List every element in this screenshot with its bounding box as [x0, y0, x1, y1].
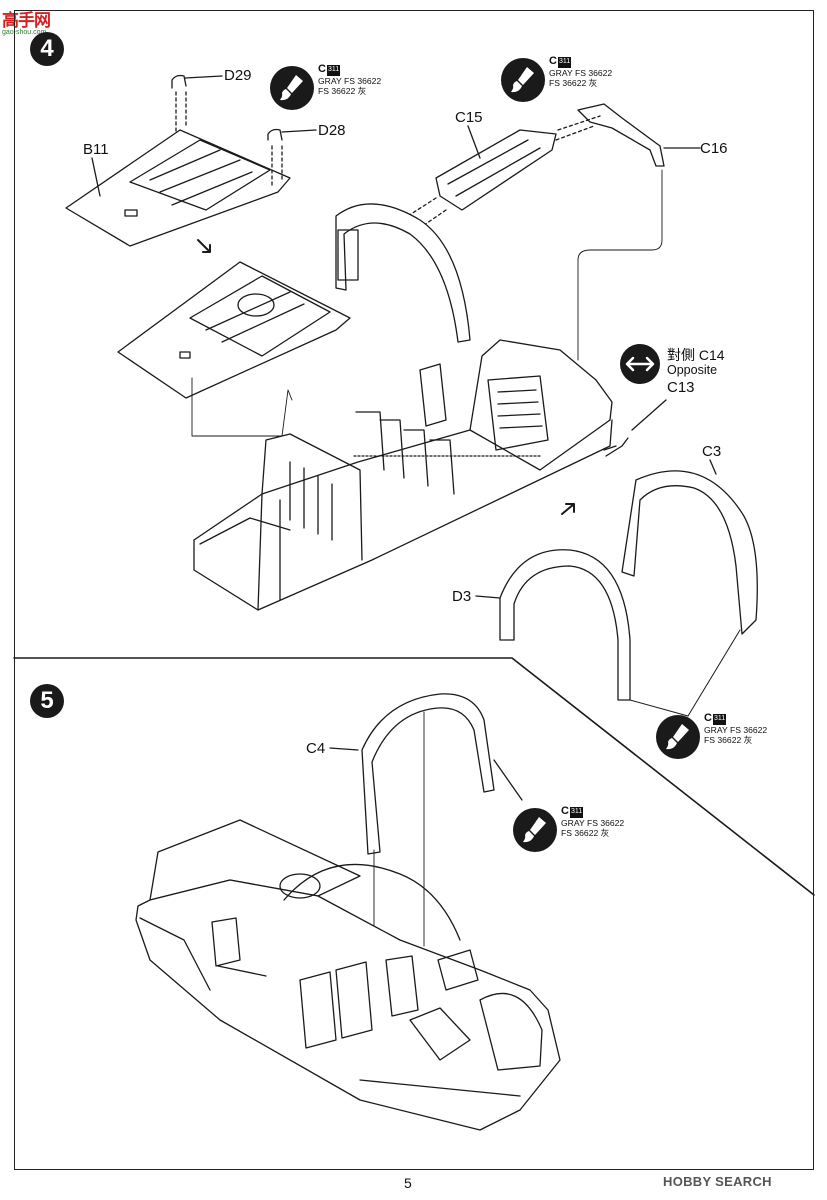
paint-color-line1: GRAY FS 36622 [318, 75, 382, 86]
leader-c4-paint [493, 759, 523, 801]
footer-logo: HOBBY SEARCH [663, 1174, 772, 1189]
paint-code-num: 311 [326, 65, 341, 76]
paint-color-line2: FS 36622 灰 [549, 78, 598, 88]
leader-step4-paint [629, 629, 741, 717]
step-4-number: 4 [30, 32, 64, 66]
step-divider [13, 657, 815, 896]
floor-panel-view2 [117, 261, 351, 399]
paint-color-line2: FS 36622 灰 [704, 735, 753, 745]
paintbrush-icon [656, 715, 700, 759]
direction-arrow [197, 239, 211, 253]
opposite-cn: 對側 [667, 347, 695, 363]
part-label-c15: C15 [455, 109, 483, 126]
instruction-frame [14, 10, 814, 1170]
leader-d3 [475, 595, 501, 599]
step-5-number: 5 [30, 684, 64, 718]
paint-color-line1: GRAY FS 36622 [704, 724, 768, 735]
part-label-b11: B11 [83, 141, 109, 158]
paint-code-num: 311 [712, 714, 727, 725]
part-label-d3: D3 [452, 588, 472, 605]
guide-c16-c15 [555, 115, 601, 141]
double-arrow-icon [620, 344, 660, 384]
paint-code-num: 311 [557, 57, 572, 68]
part-c4 [361, 693, 495, 855]
paint-code: C [549, 55, 557, 67]
paint-code: C [561, 805, 569, 817]
assembled-hull [135, 819, 561, 1131]
paint-color-line2: FS 36622 灰 [318, 86, 367, 96]
guide-floor-to-hull [191, 377, 293, 437]
part-d3 [499, 549, 631, 701]
paint-color-line1: GRAY FS 36622 [561, 817, 625, 828]
direction-arrow-2 [561, 503, 575, 515]
paint-color-line1: GRAY FS 36622 [549, 67, 613, 78]
paintbrush-icon [513, 808, 557, 852]
leader-c13-line [631, 399, 667, 431]
leader-c3 [709, 459, 717, 475]
paint-code-num: 311 [569, 807, 584, 818]
part-label-c13: C13 [667, 379, 695, 396]
part-c15 [435, 129, 557, 211]
part-label-c3: C3 [702, 443, 722, 460]
cockpit-hull [193, 339, 613, 611]
opposite-part: C14 [698, 347, 725, 363]
watermark-site-url: gao-shou.com [2, 29, 47, 36]
part-label-d29: D29 [224, 67, 252, 84]
part-label-c16: C16 [700, 140, 728, 157]
part-d29 [171, 74, 223, 133]
leader-b11 [91, 157, 101, 197]
paintbrush-icon [270, 66, 314, 110]
leader-c13 [603, 445, 617, 451]
part-c3 [621, 470, 758, 635]
floor-panel-b11 [65, 129, 291, 247]
part-label-d28: D28 [318, 122, 346, 139]
part-c13 [605, 437, 629, 457]
part-c16 [577, 103, 665, 167]
opposite-en: Opposite [667, 363, 718, 377]
arch-frame-upper [335, 203, 471, 343]
page-number: 5 [404, 1175, 412, 1191]
leader-c4 [329, 747, 359, 751]
paintbrush-icon [501, 58, 545, 102]
paint-code: C [704, 712, 712, 724]
paint-code: C [318, 63, 326, 75]
leader-c15 [467, 125, 481, 159]
part-d28 [267, 128, 317, 187]
paint-color-line2: FS 36622 灰 [561, 828, 610, 838]
part-label-c4: C4 [306, 740, 326, 757]
guide-c16-to-hull [577, 169, 663, 361]
